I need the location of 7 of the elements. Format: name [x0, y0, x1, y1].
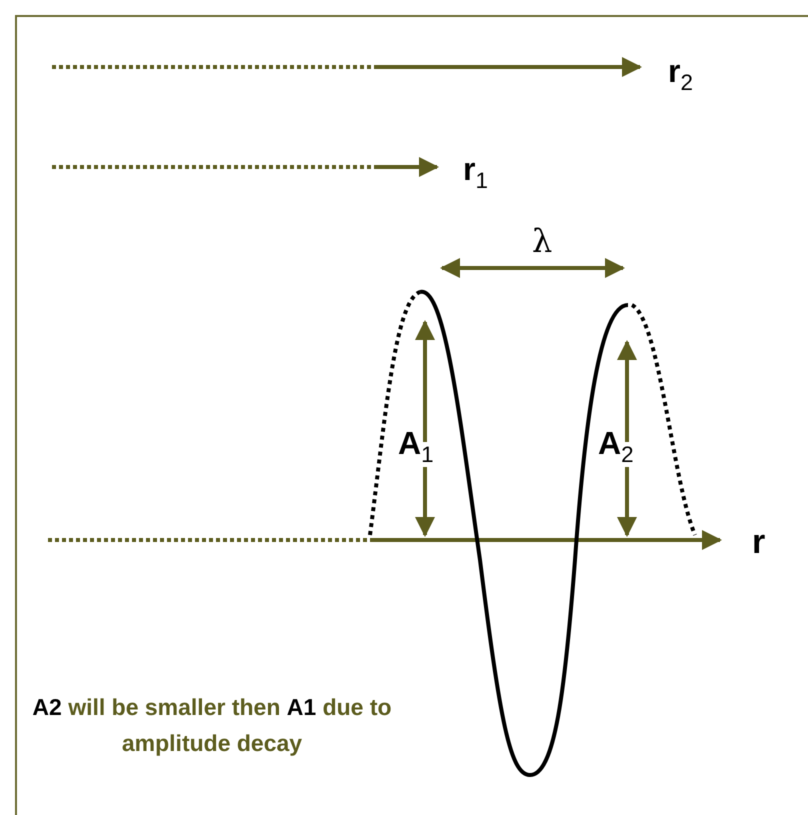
wavelength-symbol: λ	[532, 225, 552, 257]
axis-label: r	[752, 525, 766, 559]
axis-label: r$_{1}$	[463, 153, 488, 192]
note-text: A2 will be smaller then A1 due to amplitude decay	[31, 693, 393, 758]
axis-label: r$_{2}$	[668, 55, 693, 94]
amplitude-label: A$_{2}$	[598, 427, 634, 466]
amplitude-label: A$_{1}$	[398, 427, 434, 466]
